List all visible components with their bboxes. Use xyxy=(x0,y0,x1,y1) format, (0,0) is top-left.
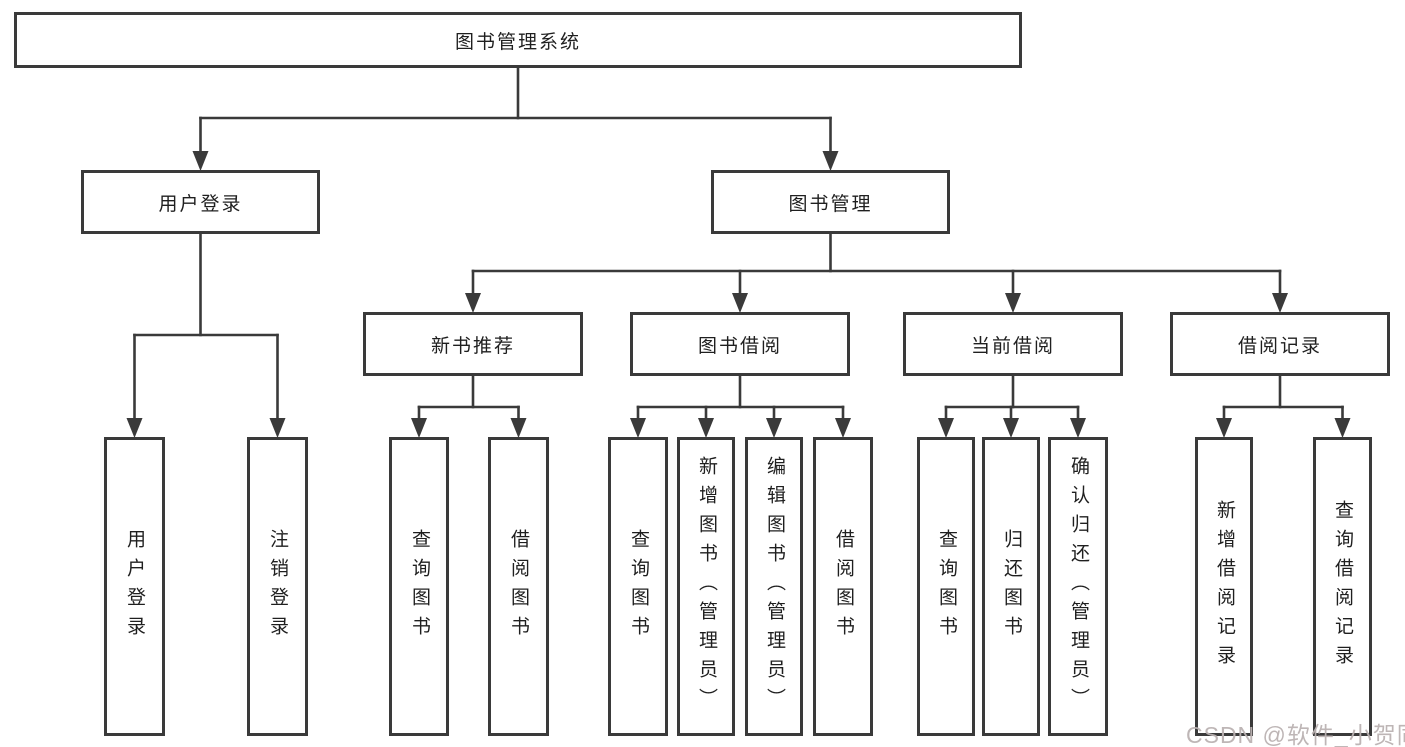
node-new-rec: 新书推荐 xyxy=(363,312,583,376)
arrowhead-down-icon xyxy=(630,418,646,438)
arrowhead-down-icon xyxy=(269,418,286,438)
arrowhead-down-icon xyxy=(510,418,527,438)
arrowhead-down-icon xyxy=(698,418,714,438)
node-cb-confirm-return: 确认归还（管理员） xyxy=(1048,437,1108,736)
arrowhead-down-icon xyxy=(1070,418,1086,438)
arrowhead-down-icon xyxy=(1216,418,1232,438)
arrowhead-down-icon xyxy=(1334,418,1351,438)
node-bb-query-books: 查询图书 xyxy=(608,437,668,736)
node-book-mgmt: 图书管理 xyxy=(711,170,950,234)
node-nr-query-books: 查询图书 xyxy=(389,437,449,736)
node-borrow-records: 借阅记录 xyxy=(1170,312,1390,376)
node-root: 图书管理系统 xyxy=(14,12,1022,68)
node-bb-edit-books: 编辑图书（管理员） xyxy=(745,437,803,736)
node-ul-logout: 注销登录 xyxy=(247,437,308,736)
arrowhead-down-icon xyxy=(1003,418,1019,438)
node-cb-query-books: 查询图书 xyxy=(917,437,975,736)
arrowhead-down-icon xyxy=(411,418,427,438)
arrowhead-down-icon xyxy=(1005,293,1021,313)
node-nr-borrow-books: 借阅图书 xyxy=(488,437,549,736)
arrowhead-down-icon xyxy=(938,418,954,438)
arrowhead-down-icon xyxy=(1272,293,1288,313)
arrowhead-down-icon xyxy=(732,293,748,313)
node-ul-user-login: 用户登录 xyxy=(104,437,165,736)
node-bb-borrow-books: 借阅图书 xyxy=(813,437,873,736)
node-book-borrow: 图书借阅 xyxy=(630,312,850,376)
node-user-login: 用户登录 xyxy=(81,170,320,234)
arrowhead-down-icon xyxy=(465,293,481,313)
node-br-query-record: 查询借阅记录 xyxy=(1313,437,1372,736)
node-br-add-record: 新增借阅记录 xyxy=(1195,437,1253,736)
arrowhead-down-icon xyxy=(192,151,209,171)
arrowhead-down-icon xyxy=(766,418,782,438)
watermark: CSDN @软件_小贺同学 xyxy=(1186,722,1405,747)
node-cb-return-books: 归还图书 xyxy=(982,437,1040,736)
node-bb-add-books: 新增图书（管理员） xyxy=(677,437,735,736)
arrowhead-down-icon xyxy=(126,418,143,438)
arrowhead-down-icon xyxy=(822,151,839,171)
node-current-borrow: 当前借阅 xyxy=(903,312,1123,376)
arrowhead-down-icon xyxy=(835,418,851,438)
